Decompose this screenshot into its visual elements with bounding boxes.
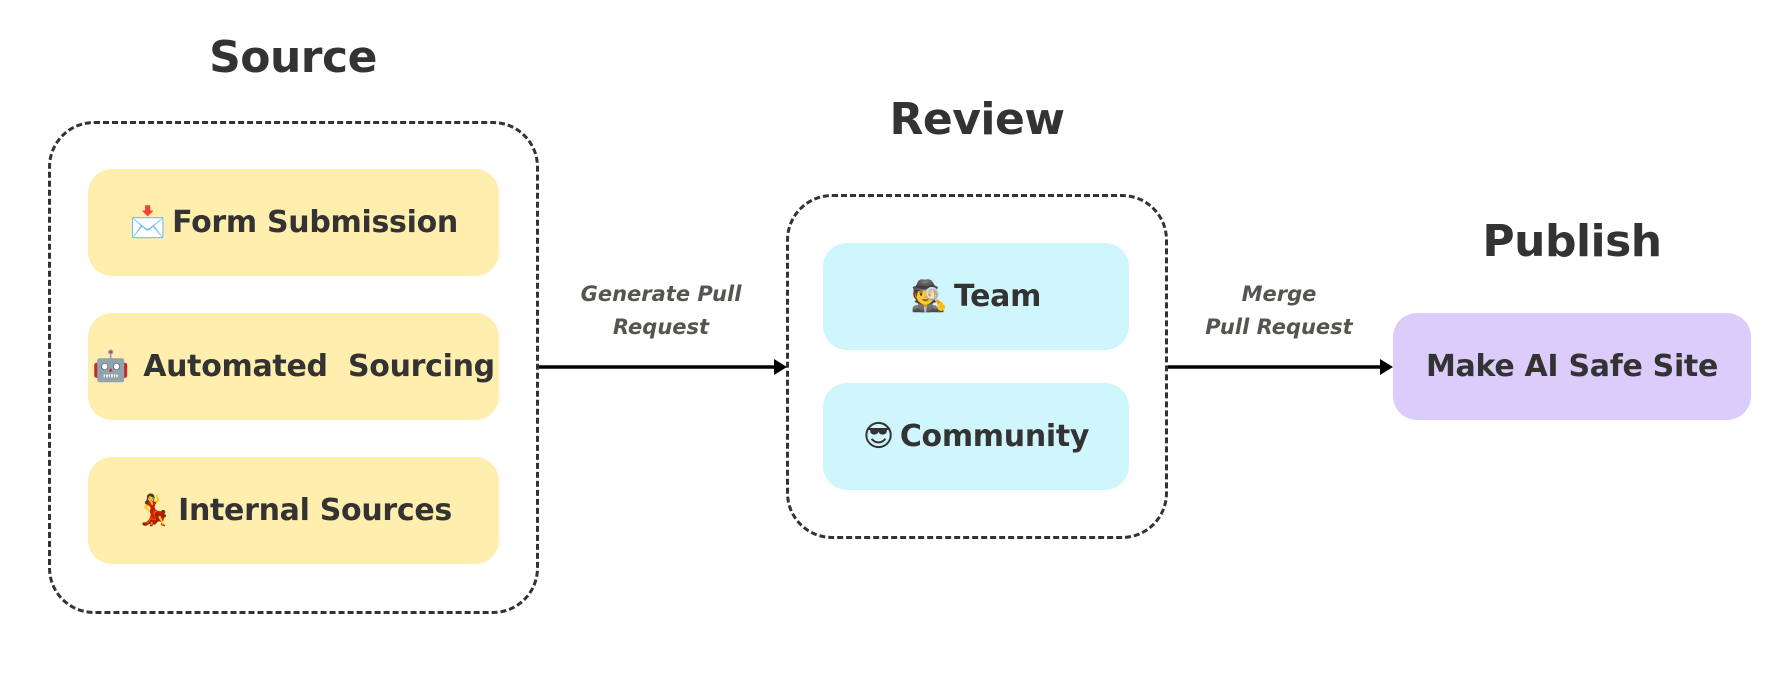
edge-label-line: Generate Pull <box>580 282 742 306</box>
sunglasses-face-icon: 😎 <box>862 418 894 454</box>
edge-label-line: Merge <box>1241 282 1317 306</box>
detective-icon: 🕵️ <box>910 278 948 314</box>
incoming-envelope-icon: 📩 <box>129 204 167 240</box>
node-form-submission[interactable]: 📩 Form Submission <box>88 169 499 276</box>
node-label: Form Submission <box>172 205 458 240</box>
source-group <box>48 121 539 614</box>
dancer-icon: 💃 <box>135 492 173 528</box>
node-label: Team <box>953 279 1042 314</box>
edge-label-line: Request <box>612 315 710 339</box>
edge-label-merge-pull-request: Merge Pull Request <box>1169 278 1389 344</box>
review-title: Review <box>889 94 1065 145</box>
node-internal-sources[interactable]: 💃 Internal Sources <box>88 457 499 564</box>
node-community[interactable]: 😎 Community <box>823 383 1129 490</box>
arrow-review-to-publish <box>1168 359 1393 375</box>
publish-title: Publish <box>1482 216 1662 267</box>
node-automated-sourcing[interactable]: 🤖 Automated Sourcing <box>88 313 499 420</box>
node-team[interactable]: 🕵️ Team <box>823 243 1129 350</box>
edge-label-line: Pull Request <box>1205 315 1353 339</box>
arrowhead-icon <box>1380 359 1393 375</box>
node-make-ai-safe-site[interactable]: Make AI Safe Site <box>1393 313 1751 420</box>
arrowhead-icon <box>774 359 787 375</box>
node-label: Internal Sources <box>178 493 452 528</box>
node-label: Automated Sourcing <box>143 349 495 384</box>
node-label: Community <box>899 419 1090 454</box>
arrow-source-to-review <box>539 359 787 375</box>
source-title: Source <box>209 32 377 83</box>
robot-icon: 🤖 <box>92 348 130 384</box>
edge-label-generate-pull-request: Generate Pull Request <box>551 278 771 344</box>
node-label: Make AI Safe Site <box>1425 349 1719 384</box>
review-group <box>786 194 1168 539</box>
